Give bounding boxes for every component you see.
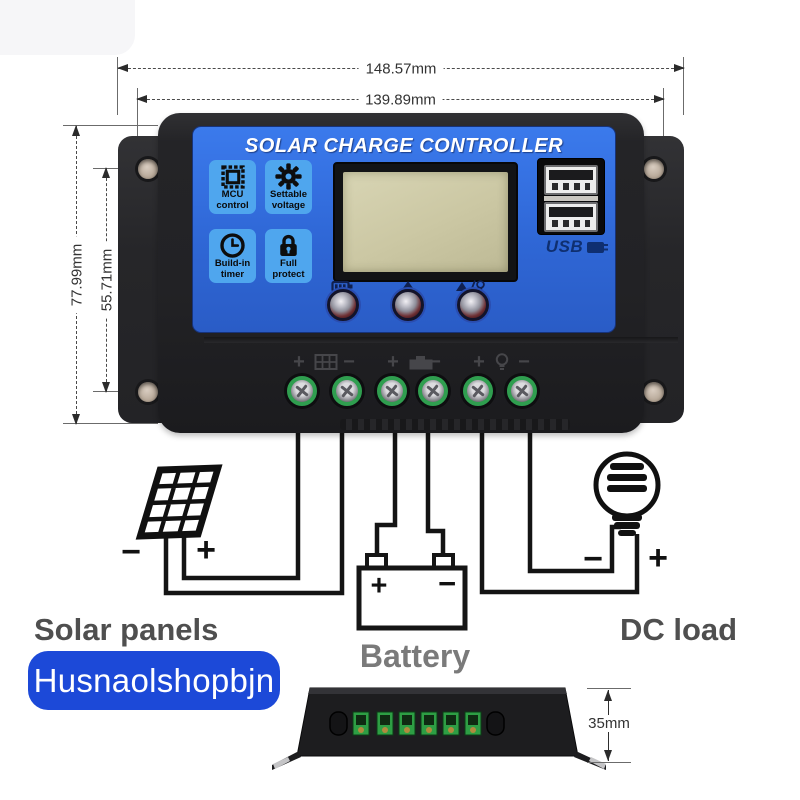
battery-minus-label: − <box>437 566 457 601</box>
battery-label: Battery <box>359 638 471 674</box>
charge-controller-front: SOLAR CHARGE CONTROLLER MCU control <box>118 113 684 433</box>
solar-plus-label: + <box>196 531 216 569</box>
mounting-hole <box>138 382 158 402</box>
chip-icon <box>219 163 247 190</box>
dim-height-inner: 55.71mm <box>98 167 115 393</box>
arrow-left-icon <box>117 64 128 72</box>
side-recess-left <box>329 711 348 736</box>
mount-flange-right <box>574 752 606 770</box>
solar-minus-label: − <box>121 533 141 571</box>
side-recess-right <box>486 711 505 736</box>
extension-line <box>587 688 631 689</box>
shop-name: Husnaolshopbjn <box>33 661 275 699</box>
side-body <box>296 687 579 757</box>
mount-flange-left <box>272 752 301 770</box>
feature-full-protect: Full protect <box>265 229 312 283</box>
terminal-load-plus: + <box>473 351 485 373</box>
dim-width-outer: 148.57mm <box>117 60 685 77</box>
corner-tint <box>0 0 135 55</box>
terminal-battery-plus: + <box>387 351 399 373</box>
dim-height-outer: 77.99mm <box>68 125 85 425</box>
up-arrow-icon <box>393 280 423 293</box>
clock-icon <box>219 232 246 259</box>
battery-plus-label: + <box>370 570 388 602</box>
arrow-down-icon <box>72 414 80 425</box>
terminal-screw-solar-plus <box>287 376 317 406</box>
terminal-load-minus: − <box>518 351 530 373</box>
light-bulb-icon <box>593 451 661 536</box>
load-plus-label: + <box>648 539 668 577</box>
terminal-screw-load-minus <box>507 376 537 406</box>
charge-controller-side-view <box>272 687 606 770</box>
mounting-hole <box>644 159 664 179</box>
terminal-solar-minus: − <box>343 351 355 373</box>
arrow-left-icon <box>136 95 147 103</box>
dim-width-inner-label: 139.89mm <box>358 91 443 108</box>
arrow-up-icon <box>102 167 110 178</box>
feature-mcu-control: MCU control <box>209 160 256 214</box>
terminal-battery-minus: − <box>429 351 441 373</box>
mounting-hole <box>138 159 158 179</box>
extension-line <box>117 57 118 115</box>
wire-load-minus <box>527 430 621 574</box>
wire-battery-plus <box>374 430 398 557</box>
gear-icon <box>275 163 302 190</box>
controller-title: SOLAR CHARGE CONTROLLER <box>244 135 564 157</box>
button-load-mode <box>457 289 489 321</box>
dim-height-outer-label: 77.99mm <box>68 236 85 314</box>
dim-width-outer-label: 148.57mm <box>358 60 444 77</box>
battery-symbol <box>408 355 434 376</box>
terminal-screw-battery-plus <box>377 376 407 406</box>
button-battery-select <box>327 289 359 321</box>
shop-name-badge: Husnaolshopbjn <box>28 651 280 710</box>
dim-height-inner-label: 55.71mm <box>98 241 115 319</box>
wire-load-plus <box>479 430 640 595</box>
feature-settable-voltage: Settable voltage <box>265 160 312 214</box>
usb-ports <box>537 158 605 235</box>
dim-width-inner: 139.89mm <box>136 91 665 108</box>
feature-build-in-timer: Build-in timer <box>209 229 256 283</box>
extension-line <box>63 423 158 424</box>
button-up <box>392 289 424 321</box>
arrow-up-icon <box>72 125 80 136</box>
solar-panel-icon <box>135 464 223 540</box>
mounting-hole <box>644 382 664 402</box>
usb-plug-icon <box>587 241 609 253</box>
extension-line <box>663 88 664 166</box>
lcd-display <box>333 162 518 282</box>
vent-ridges <box>340 419 570 430</box>
arrow-down-icon <box>102 382 110 393</box>
body-seam <box>204 337 678 343</box>
usb-logo: USB <box>535 237 615 257</box>
terminal-screw-load-plus <box>463 376 493 406</box>
arrow-right-icon <box>674 64 685 72</box>
arrow-down-icon <box>604 750 612 761</box>
solar-panel-symbol <box>314 353 338 376</box>
extension-line <box>63 125 158 126</box>
lamp-symbol <box>494 353 510 378</box>
terminal-screw-solar-minus <box>332 376 362 406</box>
front-panel: SOLAR CHARGE CONTROLLER MCU control <box>192 126 616 333</box>
usb-port-top <box>544 165 598 195</box>
extension-line <box>137 88 138 166</box>
arrow-up-icon <box>604 690 612 701</box>
lock-icon <box>275 232 302 259</box>
wire-battery-minus <box>425 430 446 557</box>
extension-line <box>587 762 631 763</box>
arrow-right-icon <box>654 95 665 103</box>
terminal-screw-battery-minus <box>418 376 448 406</box>
extension-line <box>683 57 684 115</box>
usb-port-bottom <box>544 202 598 232</box>
solar-panels-label: Solar panels <box>34 612 219 647</box>
lcd-screen <box>343 172 508 272</box>
terminal-solar-plus: + <box>293 351 305 373</box>
dim-side-height-label: 35mm <box>584 715 634 732</box>
dc-load-label: DC load <box>620 612 738 647</box>
side-terminal-blocks <box>352 711 482 736</box>
load-minus-label: − <box>583 540 603 578</box>
